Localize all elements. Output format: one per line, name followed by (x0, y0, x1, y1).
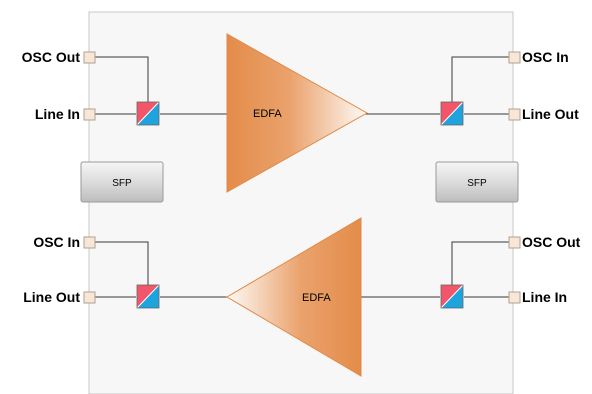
edfa-top-label: EDFA (253, 108, 282, 120)
sfp-right-module[interactable]: SFP (435, 161, 519, 203)
port-left-top-line[interactable] (83, 108, 96, 121)
sfp-left-label: SFP (112, 178, 132, 189)
label-left-top-line: Line In (35, 106, 80, 122)
label-right-bottom-osc: OSC Out (522, 234, 581, 250)
sfp-left-module[interactable]: SFP (80, 161, 164, 203)
edfa-bottom-amplifier (226, 217, 362, 377)
port-right-bottom-osc[interactable] (508, 236, 521, 249)
fiber-bottom-osc-out (451, 241, 509, 287)
edfa-bottom-label: EDFA (302, 292, 331, 304)
fiber-bottom-osc-in (95, 241, 149, 287)
fiber-top-osc-out (95, 56, 149, 104)
port-right-top-line[interactable] (508, 108, 521, 121)
label-right-bottom-line: Line In (522, 289, 567, 305)
sfp-right-label: SFP (467, 178, 487, 189)
filter-bottom-left (136, 284, 160, 309)
port-left-top-osc[interactable] (83, 51, 96, 64)
port-right-top-osc[interactable] (508, 51, 521, 64)
port-right-bottom-line[interactable] (508, 291, 521, 304)
port-left-bottom-line[interactable] (83, 291, 96, 304)
filter-bottom-right (440, 284, 464, 309)
edfa-top-amplifier (226, 33, 369, 193)
label-right-top-osc: OSC In (522, 49, 569, 65)
label-right-top-line: Line Out (522, 106, 579, 122)
filter-top-left (136, 101, 160, 126)
label-left-bottom-line: Line Out (23, 289, 80, 305)
label-left-top-osc: OSC Out (22, 49, 81, 65)
label-left-bottom-osc: OSC In (33, 234, 80, 250)
filter-top-right (440, 101, 464, 126)
port-left-bottom-osc[interactable] (83, 236, 96, 249)
fiber-top-osc-in (451, 56, 509, 104)
